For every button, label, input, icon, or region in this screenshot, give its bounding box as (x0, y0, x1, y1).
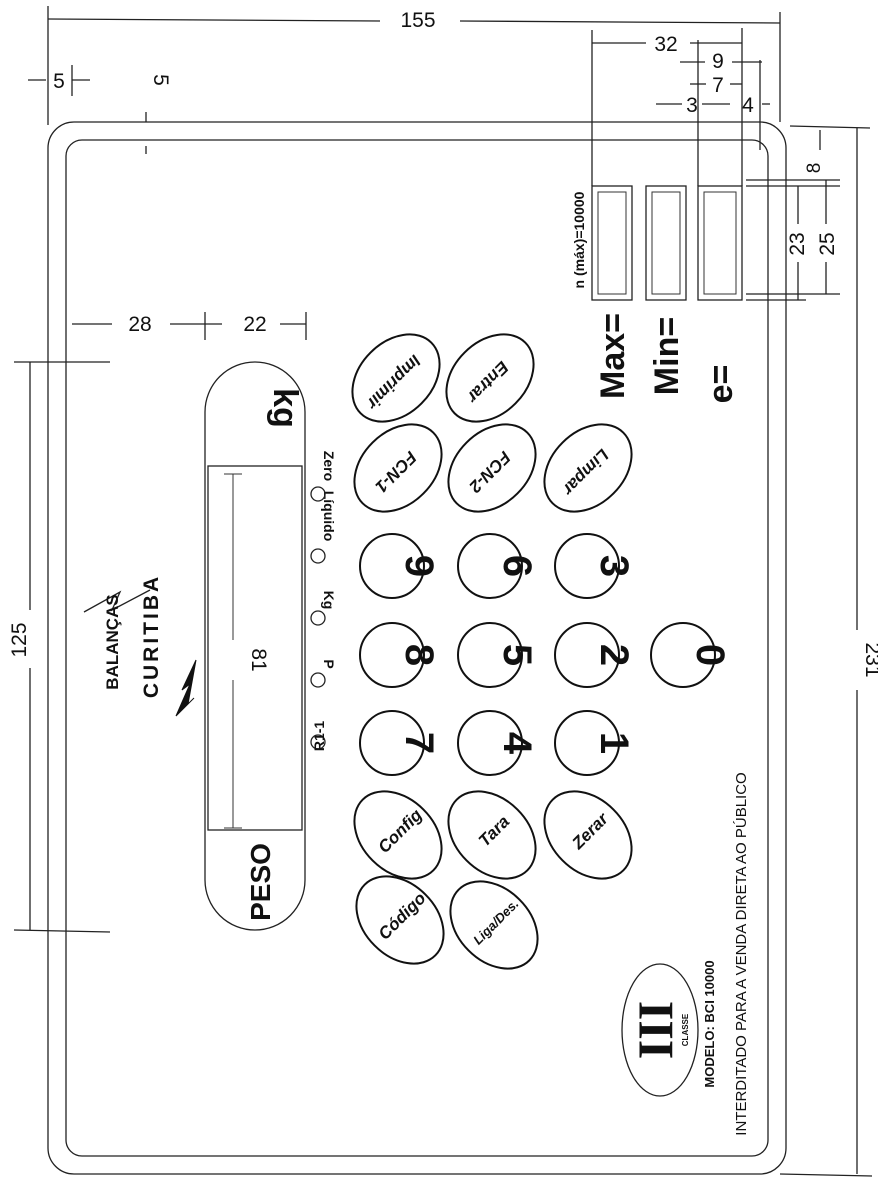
display-frame (204, 361, 306, 931)
dim-window-length-label: 81 (247, 648, 270, 671)
key-2[interactable]: 2 (554, 622, 636, 688)
spec-n-max: n (máx)=10000 (571, 191, 587, 288)
key-3[interactable]: 3 (554, 533, 636, 599)
key-tara[interactable]: Tara (431, 774, 553, 896)
key-8[interactable]: 8 (359, 622, 441, 688)
dim-width: 155 (47, 6, 781, 125)
dim-box-gap-label: 7 (712, 74, 724, 97)
dim-margin-top: 5 (145, 74, 172, 154)
svg-text:3: 3 (592, 555, 636, 577)
display-peso-label: PESO (245, 843, 276, 921)
led-zero-label: Zero (321, 451, 337, 481)
logo-line1: BALANÇAS (103, 594, 122, 689)
spec-box-max (591, 185, 633, 301)
led-p-label: P (321, 659, 337, 668)
dim-display-offset: 28 (72, 312, 206, 340)
key-9[interactable]: 9 (359, 533, 441, 599)
dim-box-b-label: 4 (742, 94, 754, 117)
svg-text:1: 1 (592, 732, 636, 754)
led-zero (310, 486, 326, 502)
key-7[interactable]: 7 (359, 710, 441, 776)
display-unit-label: kg (266, 388, 304, 428)
svg-text:0: 0 (688, 644, 732, 666)
dim-box-top-label: 8 (804, 163, 825, 174)
dim-width-label: 155 (400, 9, 435, 32)
dim-margin-left: 5 (28, 65, 90, 96)
spec-max-label: Max= (594, 313, 632, 399)
lightning-icon (175, 659, 197, 717)
panel-outer-border (47, 121, 787, 1175)
key-4[interactable]: 4 (457, 710, 539, 776)
dim-spec-group: 32 9 7 3 4 8 23 25 (591, 28, 840, 301)
key-fcn1[interactable]: FCN-1 (337, 407, 459, 529)
logo-line2: CURITIBA (140, 574, 163, 698)
display-window (207, 465, 303, 831)
dim-display-length: 125 (8, 361, 111, 933)
key-5[interactable]: 5 (457, 622, 539, 688)
led-kg-label: Kg (321, 591, 337, 610)
dim-margin-top-label: 5 (149, 74, 172, 86)
dim-height: 231 (779, 125, 878, 1177)
key-0[interactable]: 0 (650, 622, 732, 688)
svg-text:5: 5 (495, 644, 539, 666)
panel-inner-border (65, 139, 769, 1157)
class-word: CLASSE (681, 1013, 690, 1046)
led-kg (310, 610, 326, 626)
brand-logo: BALANÇAS CURITIBA (83, 574, 197, 717)
dim-box-inner-label: 23 (786, 232, 809, 255)
class-badge: III CLASSE (621, 963, 699, 1097)
svg-text:4: 4 (495, 732, 539, 755)
svg-text:9: 9 (397, 555, 441, 577)
spec-boxes: n (máx)=10000 Max= Min= e= (571, 185, 743, 404)
weight-display: 81 kg PESO (204, 361, 306, 931)
svg-text:7: 7 (397, 732, 441, 754)
spec-min-label: Min= (648, 317, 686, 395)
dim-box-outer-label: 25 (816, 232, 839, 255)
dim-height-label: 231 (861, 642, 878, 677)
key-6[interactable]: 6 (457, 533, 539, 599)
keypad: 7 8 9 4 5 6 1 2 (335, 317, 732, 986)
dim-margin-left-label: 5 (53, 70, 65, 93)
dim-display-width: 22 (205, 312, 307, 340)
dim-display-length-label: 125 (8, 622, 31, 657)
key-1[interactable]: 1 (554, 710, 636, 776)
class-badge-oval (621, 963, 699, 1097)
led-p (310, 672, 326, 688)
dim-box-offset-label: 9 (712, 50, 724, 73)
spec-e-label: e= (702, 365, 740, 404)
spec-box-min (645, 185, 687, 301)
led-r11-label: R1-1 (311, 721, 327, 752)
dim-box-group-label: 32 (654, 33, 677, 56)
svg-text:8: 8 (397, 644, 441, 666)
key-liga-des[interactable]: Liga/Des. (433, 864, 555, 986)
dim-display-offset-label: 28 (128, 313, 151, 336)
dim-box-a-label: 3 (686, 94, 698, 117)
key-codigo[interactable]: Código (339, 859, 461, 981)
key-config[interactable]: Config (337, 774, 459, 896)
key-limpar[interactable]: Limpar (527, 407, 649, 529)
dim-display-width-label: 22 (243, 313, 266, 336)
public-sale-notice: INTERDITADO PARA A VENDA DIRETA AO PÚBLI… (733, 772, 750, 1135)
svg-text:2: 2 (592, 644, 636, 666)
svg-text:6: 6 (495, 555, 539, 577)
key-zerar[interactable]: Zerar (527, 774, 649, 896)
key-fcn2[interactable]: FCN-2 (431, 407, 553, 529)
indicator-leds: R1-1 P Kg Líquido Zero (310, 451, 337, 752)
led-liquido-label: Líquido (321, 491, 337, 542)
led-liquido (310, 548, 326, 564)
model-label: MODELO: BCI 10000 (702, 960, 717, 1087)
led-r11 (310, 734, 326, 750)
spec-box-e (697, 185, 743, 301)
key-imprimir[interactable]: Imprimir (335, 317, 457, 439)
key-entrar[interactable]: Entrar (429, 317, 551, 439)
class-numeral: III (627, 1001, 683, 1059)
